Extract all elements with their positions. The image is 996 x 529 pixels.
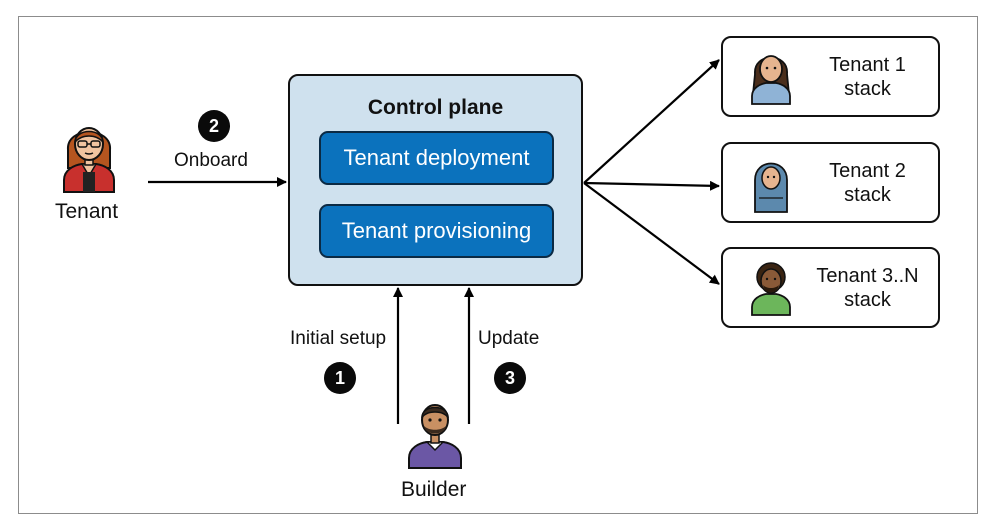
tenant-deployment-box: Tenant deployment <box>319 131 554 185</box>
tenant-1-stack-label: Tenant 1 stack <box>829 53 906 100</box>
tenant-2-person-icon <box>754 162 788 213</box>
onboard-label: Onboard <box>174 150 248 171</box>
tenant-3n-stack-box: Tenant 3..N stack <box>721 247 940 328</box>
initial-setup-label: Initial setup <box>290 328 387 349</box>
builder-person-icon <box>408 404 462 469</box>
control-plane-box: Control plane Tenant deployment Tenant p… <box>288 74 583 286</box>
tenant-label: Tenant <box>55 200 119 223</box>
step-2-badge: 2 <box>198 110 230 142</box>
builder-label: Builder <box>401 478 467 501</box>
tenant-1-stack-box: Tenant 1 stack <box>721 36 940 117</box>
tenant-person-icon <box>63 127 115 193</box>
tenant-2-stack-box: Tenant 2 stack <box>721 142 940 223</box>
stack1-arrow <box>583 59 720 184</box>
step-3-badge: 3 <box>494 362 526 394</box>
tenant-provisioning-box: Tenant provisioning <box>319 204 554 258</box>
tenant-3n-stack-label: Tenant 3..N stack <box>816 264 919 311</box>
tenant-3n-person-icon <box>751 262 791 316</box>
tenant-2-stack-label: Tenant 2 stack <box>829 159 906 206</box>
stack2-arrow <box>583 180 720 191</box>
control-plane-title: Control plane <box>367 96 504 119</box>
tenant-1-person-icon <box>751 55 791 105</box>
update-label: Update <box>478 328 540 349</box>
stack3-arrow <box>583 182 720 285</box>
step-1-badge: 1 <box>324 362 356 394</box>
